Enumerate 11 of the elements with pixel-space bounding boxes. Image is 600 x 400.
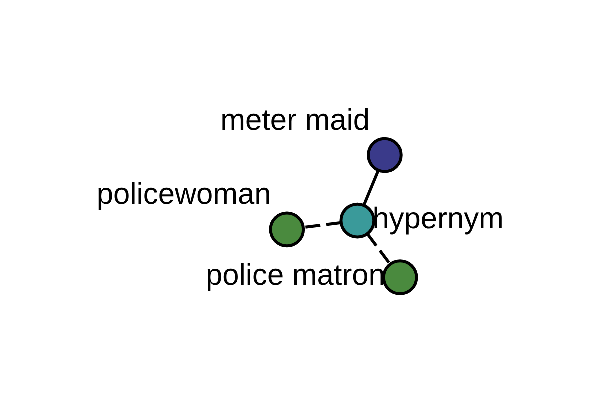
node-label: policewoman xyxy=(96,178,272,212)
connector xyxy=(362,170,380,206)
node-label: police matron xyxy=(206,259,386,292)
node-circle xyxy=(382,260,418,296)
node-circle xyxy=(269,212,306,248)
node-circle xyxy=(367,137,403,174)
node-circle xyxy=(340,202,376,239)
node-label: hypernym xyxy=(372,202,504,236)
connector xyxy=(304,221,342,229)
node-label: meter maid xyxy=(220,104,370,137)
connector xyxy=(366,233,392,265)
